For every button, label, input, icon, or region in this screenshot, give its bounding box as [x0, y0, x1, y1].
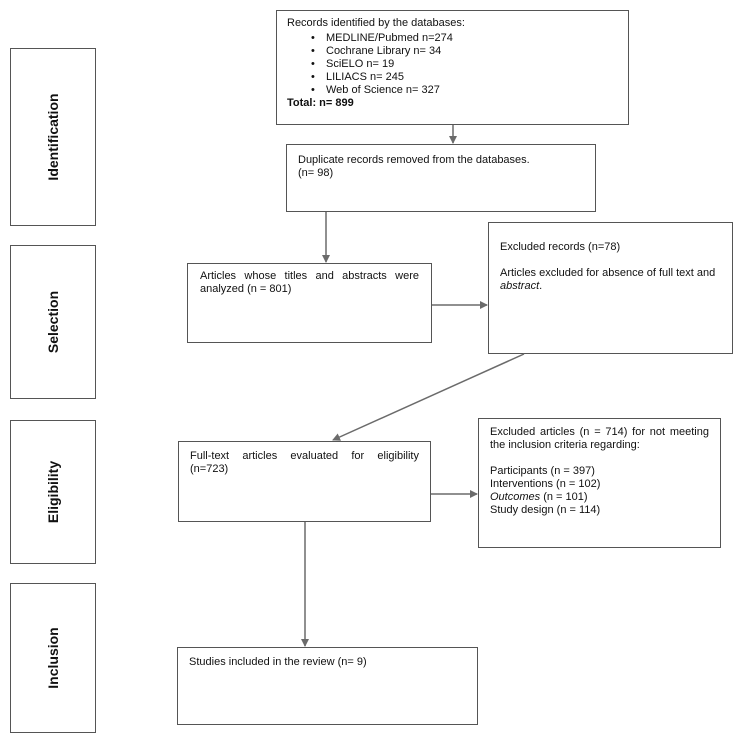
database-item: Cochrane Library n= 34: [311, 45, 618, 58]
stage-inclusion: Inclusion: [10, 583, 96, 733]
screened-text: Articles whose titles and abstracts were…: [200, 270, 419, 295]
database-item: MEDLINE/Pubmed n=274: [311, 32, 618, 45]
excluded-articles-intro: Excluded articles (n = 714) for not meet…: [490, 426, 709, 451]
records-total: Total: n= 899: [287, 97, 354, 109]
included-text: Studies included in the review (n= 9): [189, 656, 367, 668]
excluded-records-count: Excluded records (n=78): [500, 241, 621, 253]
excluded-outcomes: Outcomes (n = 101): [490, 491, 588, 503]
database-list: MEDLINE/Pubmed n=274 Cochrane Library n=…: [287, 32, 618, 97]
stage-identification: Identification: [10, 48, 96, 226]
full-text-text: Full-text articles evaluated for eligibi…: [190, 450, 419, 475]
arrow-excluded-to-fulltext: [332, 353, 525, 441]
stage-eligibility: Eligibility: [10, 420, 96, 564]
excluded-study-design: Study design (n = 114): [490, 504, 601, 516]
duplicates-line1: Duplicate records removed from the datab…: [298, 154, 530, 166]
duplicates-removed-box: Duplicate records removed from the datab…: [286, 144, 596, 212]
excluded-participants: Participants (n = 397): [490, 465, 595, 477]
records-heading: Records identified by the databases:: [287, 17, 465, 29]
records-identified-box: Records identified by the databases: MED…: [276, 10, 629, 125]
full-text-box: Full-text articles evaluated for eligibi…: [178, 441, 431, 522]
database-item: SciELO n= 19: [311, 58, 618, 71]
excluded-articles-box: Excluded articles (n = 714) for not meet…: [478, 418, 721, 548]
excluded-records-box: Excluded records (n=78) Articles exclude…: [488, 222, 733, 354]
stage-selection: Selection: [10, 245, 96, 399]
excluded-records-reason: Articles excluded for absence of full te…: [500, 267, 716, 292]
database-item: LILIACS n= 245: [311, 71, 618, 84]
duplicates-line2: (n= 98): [298, 167, 334, 179]
studies-included-box: Studies included in the review (n= 9): [177, 647, 478, 725]
database-item: Web of Science n= 327: [311, 84, 618, 97]
excluded-interventions: Interventions (n = 102): [490, 478, 601, 490]
articles-screened-box: Articles whose titles and abstracts were…: [187, 263, 432, 343]
